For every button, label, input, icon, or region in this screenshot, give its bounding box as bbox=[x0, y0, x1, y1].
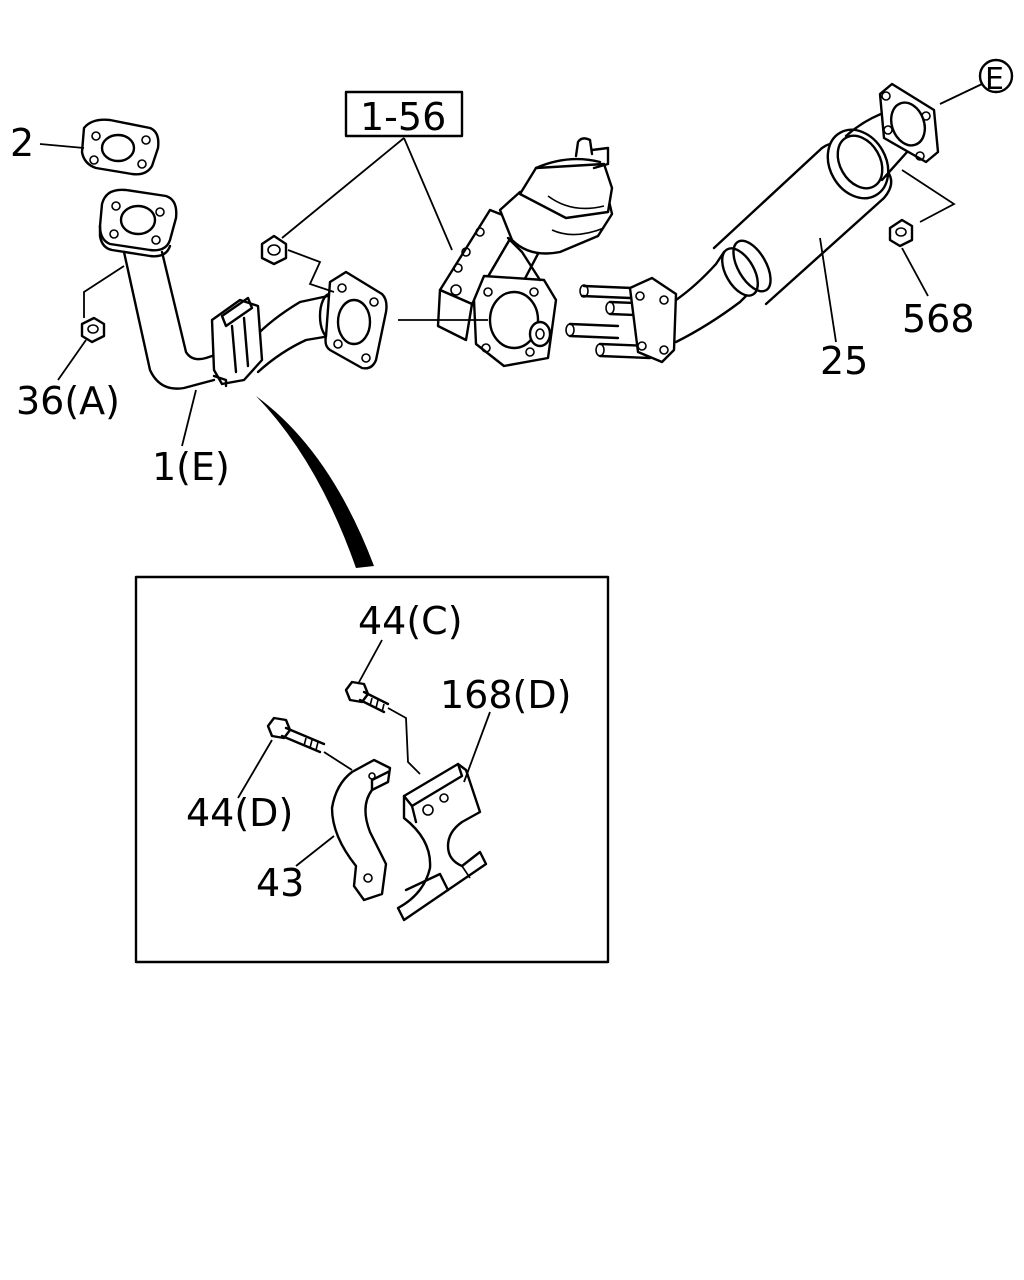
detail-pointer bbox=[256, 396, 374, 568]
catalytic-converter-pipe bbox=[628, 82, 940, 364]
callout-nut-36a: 36(A) bbox=[16, 379, 120, 423]
bracket-168d bbox=[396, 762, 488, 922]
flange-nut-156 bbox=[260, 234, 288, 266]
callout-egr-ref: 1-56 bbox=[360, 95, 446, 139]
detail-box bbox=[134, 575, 610, 964]
reference-e-circle bbox=[978, 58, 1014, 94]
callout-bolt-44d: 44(D) bbox=[186, 791, 293, 835]
reference-box-156 bbox=[344, 90, 464, 138]
egr-unit bbox=[436, 137, 614, 368]
callout-gasket: 2 bbox=[10, 121, 34, 165]
nut-36a bbox=[80, 316, 106, 344]
callout-clamp-43: 43 bbox=[256, 861, 304, 905]
clamp-43 bbox=[330, 758, 392, 902]
callout-ref-e: E bbox=[985, 62, 1004, 97]
nut-568 bbox=[888, 218, 914, 248]
callout-nut-568: 568 bbox=[902, 297, 975, 341]
bolt-44c bbox=[344, 680, 390, 714]
front-pipe bbox=[98, 188, 388, 390]
callout-bolt-44c: 44(C) bbox=[358, 599, 463, 643]
callout-front-pipe: 1(E) bbox=[152, 445, 230, 489]
bolt-44d bbox=[266, 716, 326, 754]
gasket bbox=[80, 118, 160, 176]
callout-bracket-168d: 168(D) bbox=[440, 673, 571, 717]
callout-catalytic-pipe: 25 bbox=[820, 339, 868, 383]
